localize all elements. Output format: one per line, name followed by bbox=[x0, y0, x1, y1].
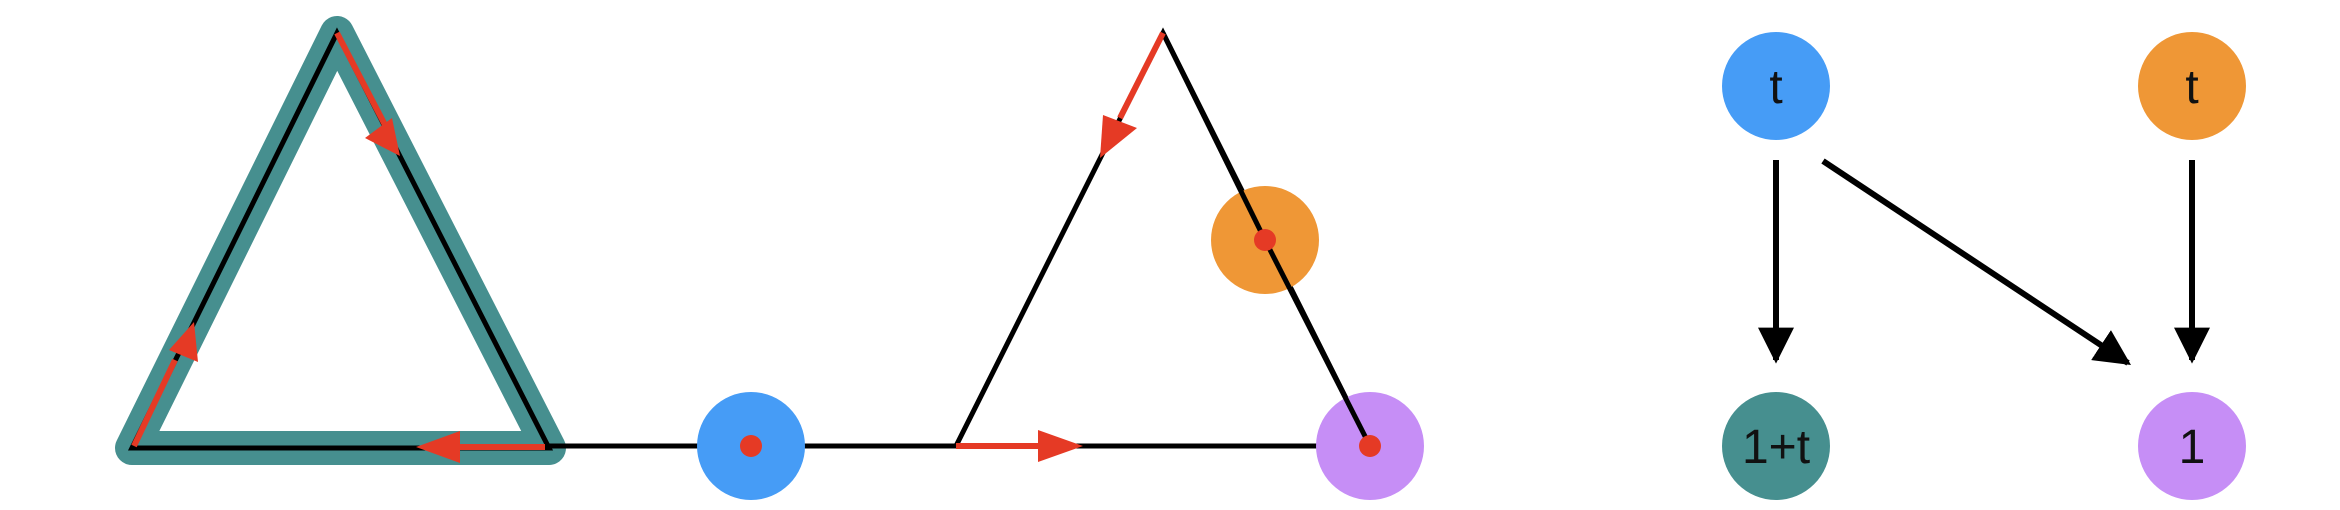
graph-node-bottom-left-label: 1+t bbox=[1742, 421, 1810, 474]
left-triangle-group bbox=[115, 16, 566, 465]
teal-highlight-path bbox=[115, 16, 566, 465]
arrow-head-right-down bbox=[365, 118, 400, 156]
graph-node-top-right bbox=[2138, 32, 2246, 140]
graph-group: t t 1+t 1 bbox=[1722, 32, 2246, 500]
red-point-orange-node bbox=[1254, 229, 1276, 251]
right-triangle-group bbox=[953, 27, 1424, 500]
edge-t-to-1-diagonal bbox=[1821, 158, 2132, 366]
arrow-head-down-left bbox=[1100, 115, 1137, 158]
graph-node-top-left-label: t bbox=[1769, 61, 1782, 114]
graph-node-bottom-right-label: 1 bbox=[2179, 421, 2206, 474]
arrow-head-up-right bbox=[169, 322, 198, 362]
left-triangle-outline bbox=[127, 27, 554, 451]
graph-node-top-right-label: t bbox=[2185, 61, 2198, 114]
red-points bbox=[740, 229, 1381, 457]
red-point-purple-node bbox=[1359, 435, 1381, 457]
red-point-blue-node bbox=[740, 435, 762, 457]
graph-node-bottom-right bbox=[2138, 392, 2246, 500]
arrow-head-left bbox=[416, 431, 460, 463]
arrow-head-right bbox=[1038, 430, 1083, 462]
graph-node-top-left bbox=[1722, 32, 1830, 140]
graph-node-bottom-left bbox=[1722, 392, 1830, 500]
left-triangle-arrows bbox=[131, 31, 545, 463]
